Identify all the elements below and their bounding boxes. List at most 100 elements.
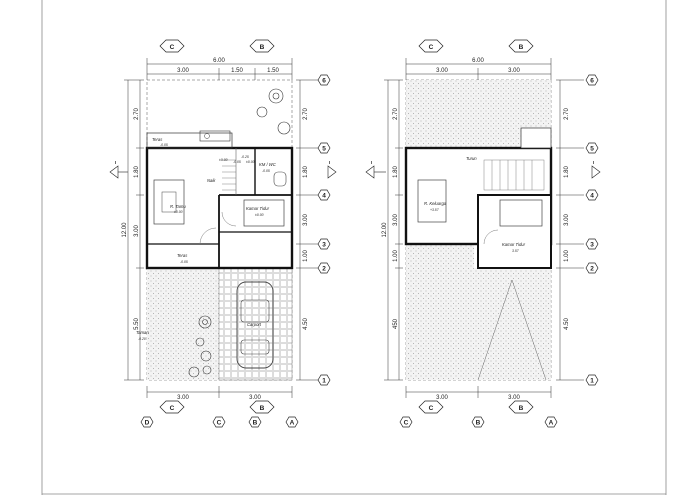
dim-left-seg-1: 2.70 xyxy=(134,108,140,120)
level-small-3: -0.05 xyxy=(233,160,241,164)
label-naik: Naik xyxy=(207,178,216,183)
level-teras-top: -0.05 xyxy=(160,143,168,147)
label-turun: Turun xyxy=(466,156,477,161)
dim-left-seg-3: 3.00 xyxy=(134,225,140,237)
level-teras-bottom: -0.05 xyxy=(180,260,188,264)
room-ruang-tamu: R. Tamu xyxy=(170,204,186,209)
coffee-table xyxy=(161,191,177,213)
sofa-set xyxy=(153,179,185,225)
carport-floor xyxy=(218,267,293,381)
upper-door-swing xyxy=(483,229,499,245)
upper-sofa xyxy=(417,179,447,223)
room-taman: Taman xyxy=(136,330,149,335)
toilet-icon xyxy=(273,171,287,187)
upper-dim-left-seg-4: 1.00 xyxy=(393,250,399,262)
axis-bmark-c: C xyxy=(170,405,175,412)
ground-dimension-lines xyxy=(124,58,318,398)
room-kamar-tidur-upper: Kamar Tidur xyxy=(502,242,526,247)
ground-axis-top: C B xyxy=(159,39,275,53)
car-outline xyxy=(236,281,274,369)
upper-dim-left-seg-2: 1.80 xyxy=(393,166,399,178)
stairs xyxy=(222,159,236,191)
level-small-2: -0.25 xyxy=(241,155,249,159)
car-rear-window xyxy=(240,339,270,355)
upper-axis-bottom-a: A xyxy=(549,420,554,427)
section-mark-right: I xyxy=(329,160,330,165)
upper-dim-top-seg-1: 3.00 xyxy=(436,68,448,74)
upper-axis-right-2: 2 xyxy=(590,266,594,273)
stair-top-shaft xyxy=(520,127,552,149)
upper-dim-right-5: 4.50 xyxy=(564,318,570,330)
upper-axis-top-b: B xyxy=(519,44,524,51)
ground-floor-plan: 6.00 3.00 1.50 1.50 3.00 3.00 12.00 2.70… xyxy=(109,39,337,428)
upper-section-marks: I I xyxy=(365,160,601,179)
room-teras-top: Teras xyxy=(152,137,163,142)
dim-right-5: 4.50 xyxy=(303,318,309,330)
upper-floor-plan: 6.00 3.00 3.00 3.00 3.00 12.00 2.70 1.80… xyxy=(365,39,601,428)
upper-axis-right-5: 5 xyxy=(590,146,594,153)
upper-dim-bottom-1: 3.00 xyxy=(436,395,448,401)
dim-right-3: 3.00 xyxy=(303,214,309,226)
axis-bottom-c: C xyxy=(217,420,222,427)
roof-balcony-area xyxy=(406,244,474,270)
axis-right-2: 2 xyxy=(322,266,326,273)
upper-axis-bmark-c: C xyxy=(429,405,434,412)
dim-right-1: 2.70 xyxy=(303,108,309,120)
dim-right-2: 1.80 xyxy=(303,166,309,178)
upper-dim-bottom-2: 3.00 xyxy=(508,395,520,401)
upper-dim-left-seg-1: 2.70 xyxy=(393,108,399,120)
upper-dim-left-total: 12.00 xyxy=(382,222,388,238)
door-swing-bedroom xyxy=(221,211,237,227)
garden-trees xyxy=(188,88,291,378)
axis-right-4: 4 xyxy=(322,193,326,200)
upper-axis-right-6: 6 xyxy=(590,78,594,85)
upper-dim-top-total: 6.00 xyxy=(472,58,484,64)
level-small-4: ±0.00 xyxy=(246,160,255,164)
dim-top-seg-3: 1.50 xyxy=(267,68,279,74)
level-ruang-tamu: ±0.00 xyxy=(174,210,183,214)
upper-dim-right-4: 1.00 xyxy=(564,250,570,262)
dim-right-4: 1.00 xyxy=(303,250,309,262)
door-swing xyxy=(199,227,217,245)
kitchen-counter xyxy=(199,130,231,142)
level-kamar-tidur-upper: 3.57 xyxy=(512,249,519,253)
dim-bottom-1: 3.00 xyxy=(177,395,189,401)
car-windshield xyxy=(240,299,270,323)
dim-top-seg-1: 3.00 xyxy=(177,68,189,74)
upper-axis-bottom-marks: C B xyxy=(418,400,534,414)
dim-left-seg-4: 5.50 xyxy=(134,318,140,330)
room-teras-bottom: Teras xyxy=(177,253,188,258)
room-ruang-keluarga: R. Keluarga xyxy=(424,201,447,206)
roof-ridge-lines xyxy=(477,279,547,381)
upper-axis-top-c: C xyxy=(429,44,434,51)
level-kamar-tidur: ±0.00 xyxy=(255,213,264,217)
ground-axis-bottom: D C B A xyxy=(140,416,299,428)
axis-bmark-b: B xyxy=(260,405,265,412)
axis-bottom-a: A xyxy=(290,420,295,427)
room-carport: Carport xyxy=(247,322,262,327)
upper-axis-right-1: 1 xyxy=(590,378,594,385)
upper-axis-right-4: 4 xyxy=(590,193,594,200)
level-km-wc: -0.05 xyxy=(262,169,270,173)
upper-dimension-lines xyxy=(384,58,584,398)
dim-bottom-2: 3.00 xyxy=(249,395,261,401)
axis-bottom-b: B xyxy=(253,420,258,427)
teras-top-slab xyxy=(146,132,233,149)
upper-dim-left-seg-5: 450 xyxy=(393,318,399,329)
upper-dim-right-2: 1.80 xyxy=(564,166,570,178)
room-km-wc: KM / WC xyxy=(259,162,277,167)
upper-bed xyxy=(499,199,543,227)
dim-top-total: 6.00 xyxy=(213,58,225,64)
axis-right-5: 5 xyxy=(322,146,326,153)
upper-dim-top-seg-2: 3.00 xyxy=(508,68,520,74)
upper-axis-top: C B xyxy=(418,39,534,53)
level-small-1: ±0.00 xyxy=(219,158,228,162)
ground-axis-right: 6 5 4 3 2 1 xyxy=(317,74,331,386)
upper-dim-left-seg-3: 3.00 xyxy=(393,214,399,226)
dim-top-seg-2: 1.50 xyxy=(231,68,243,74)
level-taman: -0.20 xyxy=(138,337,146,341)
dim-left-seg-2: 1.80 xyxy=(134,166,140,178)
axis-right-6: 6 xyxy=(322,78,326,85)
